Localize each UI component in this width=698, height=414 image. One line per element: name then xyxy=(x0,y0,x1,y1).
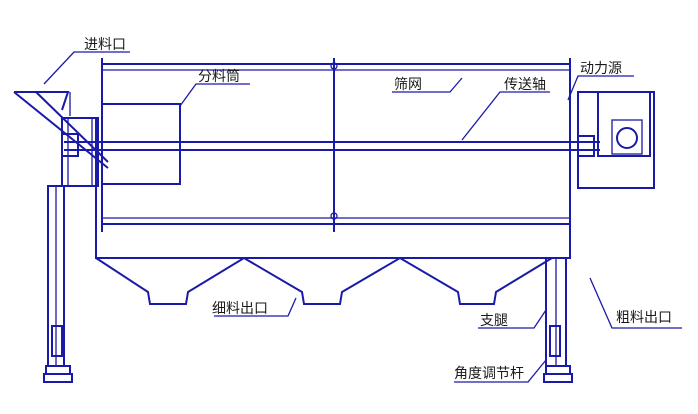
right-support-leg xyxy=(543,257,573,383)
power-source xyxy=(577,91,655,189)
distribution-tube xyxy=(101,103,181,185)
label-drive-shaft: 传送轴 xyxy=(504,77,546,93)
label-angle-rod: 角度调节杆 xyxy=(454,366,524,382)
label-coarse-outlet: 粗料出口 xyxy=(616,310,672,326)
left-support-leg xyxy=(43,185,73,383)
label-screen-mesh: 筛网 xyxy=(394,77,422,93)
leader-lines xyxy=(43,51,682,383)
feed-inlet xyxy=(13,91,109,169)
label-fine-outlet: 细料出口 xyxy=(212,301,268,317)
screen-drum xyxy=(101,58,571,232)
label-distribution-tube: 分料筒 xyxy=(198,68,240,85)
label-support-leg: 支腿 xyxy=(480,313,508,329)
drive-shaft xyxy=(61,133,600,157)
main-body xyxy=(61,117,571,305)
label-feed-inlet: 进料口 xyxy=(84,37,126,53)
label-power-source: 动力源 xyxy=(580,61,622,77)
